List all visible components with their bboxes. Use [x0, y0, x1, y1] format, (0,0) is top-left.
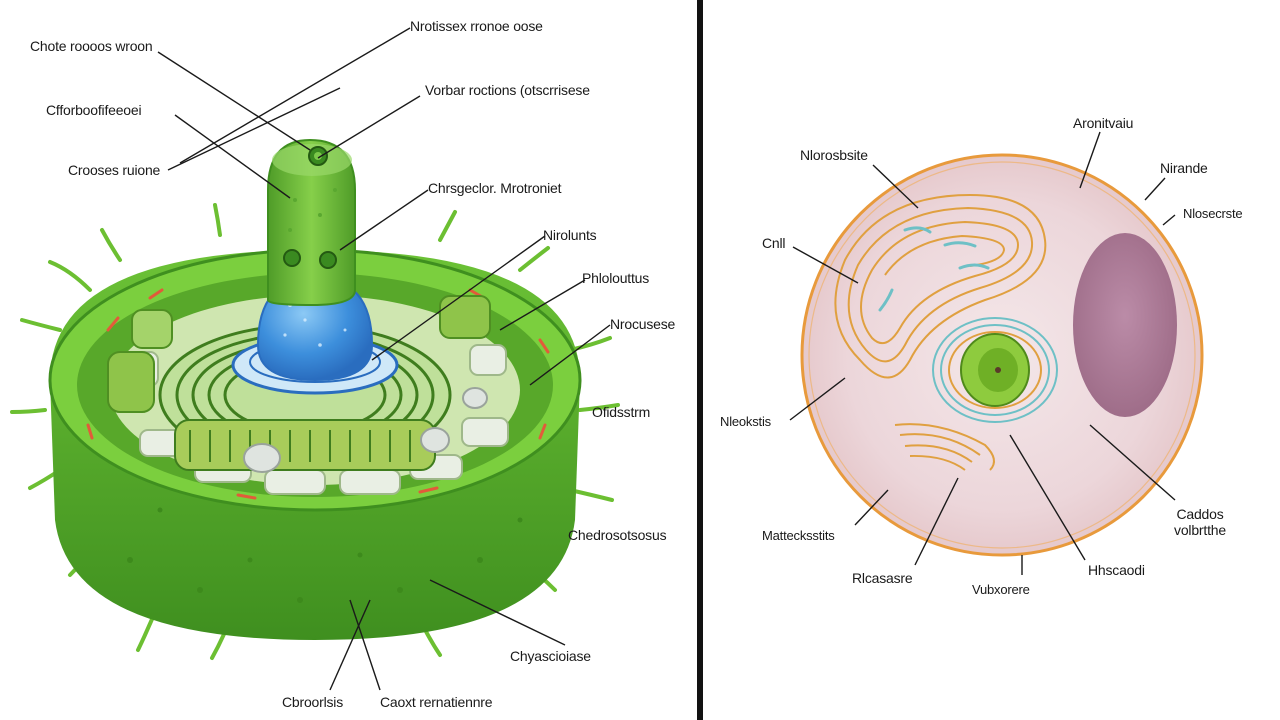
label-caddos: Caddos volbrtthe [1174, 506, 1226, 538]
label-nlecketis: Nleokstis [720, 414, 771, 429]
animal-lower-er [894, 423, 995, 471]
label-cnil: Cnll [762, 235, 786, 251]
label-photosynth: Phlolouttus [582, 270, 650, 286]
plant-leader-lines [157, 27, 611, 691]
label-cell-membrane: Caoxt rernatiennre [380, 694, 493, 710]
plant-chloroplasts [107, 295, 491, 413]
animal-cell [800, 153, 1204, 557]
label-chaperase: Chyascioiase [510, 648, 591, 664]
label-cytoskeleton: Crooses ruione [68, 162, 161, 178]
label-hascaodi: Hhscaodi [1088, 562, 1145, 578]
label-chlorotic: Ofidsstrm [592, 404, 651, 420]
animal-leader-lines [789, 131, 1176, 575]
label-chloroplast: Cfforboofifeeoei [46, 102, 142, 118]
label-nucleus-top: Nrotissex rronoe oose [410, 18, 543, 34]
panel-divider [697, 0, 703, 720]
label-vacuole: Vorbar roctions (otscrrisese [425, 82, 590, 98]
label-nlosecte: Nlosecrste [1183, 206, 1243, 221]
plant-rim-streaks [86, 288, 550, 500]
plant-grey-bodies [243, 387, 488, 473]
label-chloroplast-mid: Chrsgeclor. Mrotroniet [428, 180, 562, 196]
animal-nucleus [1073, 233, 1177, 417]
animal-er-cyan [878, 226, 990, 312]
label-cytoplasm: Cbroorlsis [282, 694, 344, 710]
label-chlorosomes: Chedrosotsosus [568, 527, 667, 543]
label-mattecks: Mattecksstits [762, 528, 835, 543]
plant-wall-pits [127, 507, 523, 603]
animal-endoplasmic-reticulum [834, 193, 1047, 379]
plant-grana [174, 419, 436, 471]
label-nucleolus: Nirolunts [543, 227, 597, 243]
label-nucleoplasm: Nrocusese [610, 316, 676, 332]
label-nirande: Nirande [1160, 160, 1208, 176]
label-nloroase: Nlorosbsite [800, 147, 868, 163]
label-recasete: Rlcasasre [852, 570, 913, 586]
label-atomic: Aronitvaiu [1073, 115, 1134, 131]
label-chloro-top-left: Chote roooos wroon [30, 38, 153, 54]
plant-cell [10, 138, 620, 660]
animal-golgi [932, 317, 1058, 423]
label-vubxorere: Vubxorere [972, 582, 1030, 597]
